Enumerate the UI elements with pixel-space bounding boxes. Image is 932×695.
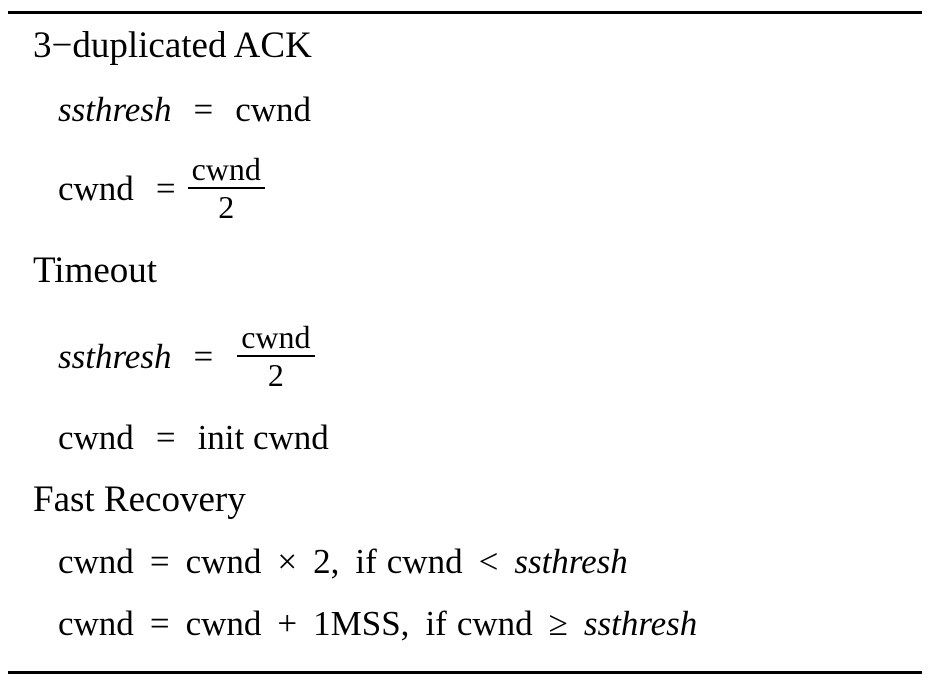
equation-lhs: ssthresh [58,336,172,376]
equation-lhs: cwnd [58,603,134,643]
equals-operator: = [193,89,214,129]
fraction-denominator: 2 [267,357,284,393]
expression-right-operand: 1MSS, [313,603,410,643]
section-header-dupack: 3−duplicated ACK [0,14,932,76]
equation-lhs: ssthresh [58,89,172,129]
equation-rhs: cwnd [235,89,312,129]
fraction-numerator: cwnd [191,151,261,187]
equals-operator: = [155,417,176,457]
expression-left-operand: cwnd [185,603,262,643]
equation-dupack-ssthresh: ssthresh = cwnd [0,76,932,142]
section-header-label: Fast Recovery [33,478,246,520]
fraction-cwnd-over-2: cwnd 2 [187,151,265,225]
equation-fastrec-multiply: cwnd = cwnd × 2, if cwnd < ssthresh [0,530,932,592]
equation-timeout-cwnd: cwnd = init cwnd [0,406,932,468]
fraction-bar [187,187,265,189]
section-header-label: 3−duplicated ACK [33,24,312,66]
equation-lhs: cwnd [58,168,134,208]
equation-dupack-cwnd: cwnd = cwnd 2 [0,142,932,234]
fraction-bar [237,355,315,357]
equals-operator: = [193,336,214,376]
fraction-cwnd-over-2: cwnd 2 [237,319,315,393]
condition-rhs: ssthresh [583,603,698,643]
equation-fastrec-add: cwnd = cwnd + 1MSS, if cwnd ≥ ssthresh [0,592,932,654]
fraction-numerator: cwnd [241,319,311,355]
condition-keyword: if [425,603,447,643]
algorithm-body: 3−duplicated ACK ssthresh = cwnd cwnd = … [0,14,932,654]
multiply-operator: × [277,541,298,581]
greater-equal-operator: ≥ [548,603,568,643]
condition-rhs: ssthresh [514,541,628,581]
equation-rhs: init cwnd [197,417,329,457]
top-horizontal-rule [8,11,922,14]
equation-timeout-ssthresh: ssthresh = cwnd 2 [0,306,932,406]
section-header-timeout: Timeout [0,234,932,306]
section-header-label: Timeout [33,249,158,291]
expression-left-operand: cwnd [185,541,262,581]
equals-operator: = [149,603,170,643]
expression-right-operand: 2, [313,541,340,581]
bottom-horizontal-rule [8,671,922,674]
condition-lhs: cwnd [456,603,533,643]
condition-lhs: cwnd [386,541,463,581]
equals-operator: = [155,168,176,208]
less-than-operator: < [478,541,499,581]
plus-operator: + [277,603,298,643]
equation-lhs: cwnd [58,417,134,457]
condition-keyword: if [355,541,377,581]
equals-operator: = [149,541,170,581]
equation-lhs: cwnd [58,541,134,581]
fraction-denominator: 2 [218,189,235,225]
section-header-fast-recovery: Fast Recovery [0,468,932,530]
